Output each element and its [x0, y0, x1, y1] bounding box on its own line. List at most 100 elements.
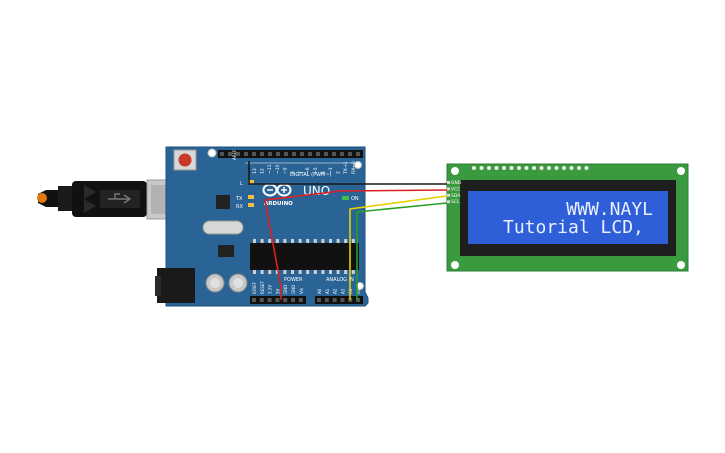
- lcd-header-pin[interactable]: [494, 166, 499, 170]
- lcd-header-pin[interactable]: [577, 166, 581, 170]
- lcd-line-1: WWW.NAYL: [566, 199, 653, 220]
- header-pin[interactable]: [275, 298, 280, 302]
- lcd-header-pin[interactable]: [479, 166, 484, 170]
- usb-cable-icon[interactable]: [37, 179, 196, 220]
- power-label: POWER: [284, 277, 303, 283]
- header-pin[interactable]: [244, 152, 248, 156]
- lcd-header-pin[interactable]: [472, 166, 476, 170]
- header-pin[interactable]: [356, 298, 360, 302]
- rx-led: [248, 203, 254, 207]
- header-pin[interactable]: [332, 298, 337, 302]
- digital-pin-label: RX←0: [351, 161, 357, 174]
- header-pin[interactable]: [220, 152, 224, 156]
- digital-header[interactable]: [218, 150, 363, 158]
- mounting-hole: [451, 261, 459, 269]
- digital-pin-label: ~11: [267, 164, 273, 174]
- lcd-header-pin[interactable]: [554, 166, 559, 170]
- power-pin-label: RESET: [260, 281, 265, 294]
- header-pin[interactable]: [252, 152, 256, 156]
- lcd-header-pin[interactable]: [502, 166, 506, 170]
- analog-header[interactable]: [315, 296, 363, 304]
- header-pin[interactable]: [356, 152, 360, 156]
- chip-icon: [250, 239, 359, 274]
- lcd-header-pin[interactable]: [539, 166, 544, 170]
- lcd-pin-label: SCL: [451, 199, 460, 205]
- header-pin[interactable]: [292, 152, 296, 156]
- analog-pin-label: A2: [333, 288, 338, 294]
- header-pin[interactable]: [283, 298, 288, 302]
- power-pin-label: 5V: [275, 288, 280, 294]
- analog-pin-label: A1: [325, 288, 330, 294]
- crystal-icon: [202, 220, 244, 235]
- header-pin[interactable]: [260, 152, 264, 156]
- digital-pin-label: 13: [252, 168, 258, 174]
- analog-pin-label: A0: [317, 288, 322, 294]
- header-pin[interactable]: [300, 152, 304, 156]
- header-pin[interactable]: [324, 298, 329, 302]
- lcd-header-pin[interactable]: [584, 166, 589, 170]
- header-pin[interactable]: [228, 152, 232, 156]
- header-pin[interactable]: [308, 152, 312, 156]
- header-pin[interactable]: [267, 298, 272, 302]
- wire-vcc[interactable]: [264, 189, 448, 300]
- header-pin[interactable]: [317, 298, 321, 302]
- wire-scl[interactable]: [356, 202, 448, 300]
- lcd-line-2: Tutorial LCD,: [503, 217, 644, 238]
- rx-label: RX: [236, 204, 243, 210]
- header-pin[interactable]: [332, 152, 336, 156]
- header-pin[interactable]: [340, 152, 344, 156]
- lcd-header-pin[interactable]: [517, 166, 521, 170]
- power-pin-label: 3.3V: [268, 285, 273, 294]
- wire-gnd[interactable]: [248, 161, 447, 185]
- lcd-header-pin[interactable]: [524, 166, 529, 170]
- lcd-header-pin[interactable]: [547, 166, 551, 170]
- lcd-pin-label: VCC: [451, 186, 460, 192]
- header-pin[interactable]: [236, 152, 240, 156]
- power-pin-label: Vin: [299, 287, 304, 294]
- board-brand: ARDUINO: [264, 201, 293, 207]
- power-pin-label: GND: [283, 285, 288, 294]
- mounting-hole: [677, 261, 685, 269]
- lcd-header-pin[interactable]: [487, 166, 491, 170]
- header-pin[interactable]: [340, 298, 345, 302]
- mounting-hole: [451, 167, 459, 175]
- power-jack-icon[interactable]: [155, 268, 195, 303]
- mounting-hole: [207, 148, 217, 158]
- aref-label: AREF: [232, 149, 237, 160]
- on-led: [342, 196, 349, 200]
- digital-pin-label: ~6: [305, 167, 311, 174]
- header-pin[interactable]: [291, 298, 295, 302]
- digital-pin-label: 7: [298, 171, 304, 174]
- l-led: [248, 180, 254, 184]
- header-pin[interactable]: [276, 152, 280, 156]
- on-label: ON: [351, 196, 359, 202]
- reset-button-icon[interactable]: [173, 149, 197, 171]
- board-name: UNO: [303, 184, 330, 198]
- analog-label: ANALOG IN: [326, 277, 354, 283]
- wire-sda[interactable]: [349, 195, 448, 300]
- wires[interactable]: [248, 161, 448, 300]
- header-pin[interactable]: [259, 298, 264, 302]
- header-pin[interactable]: [268, 152, 272, 156]
- header-pin[interactable]: [252, 298, 256, 302]
- lcd-pin-label: GND: [451, 180, 462, 186]
- lcd-header-pin[interactable]: [509, 166, 514, 170]
- header-pin[interactable]: [316, 152, 320, 156]
- lcd-header-pin[interactable]: [569, 166, 574, 170]
- power-pin-label: GND: [291, 285, 296, 294]
- tx-label: TX: [235, 196, 243, 202]
- l-label: L: [240, 181, 243, 187]
- analog-pin-label: A5: [356, 288, 361, 294]
- header-pin[interactable]: [324, 152, 328, 156]
- digital-pin-label: 12: [260, 168, 266, 174]
- lcd-header-pin[interactable]: [562, 166, 566, 170]
- header-pin[interactable]: [348, 152, 352, 156]
- usb-chip-icon: [216, 195, 230, 209]
- lcd-header-pin[interactable]: [532, 166, 536, 170]
- header-pin[interactable]: [284, 152, 288, 156]
- digital-pin-label: ~3: [328, 167, 334, 174]
- header-pin[interactable]: [298, 298, 303, 302]
